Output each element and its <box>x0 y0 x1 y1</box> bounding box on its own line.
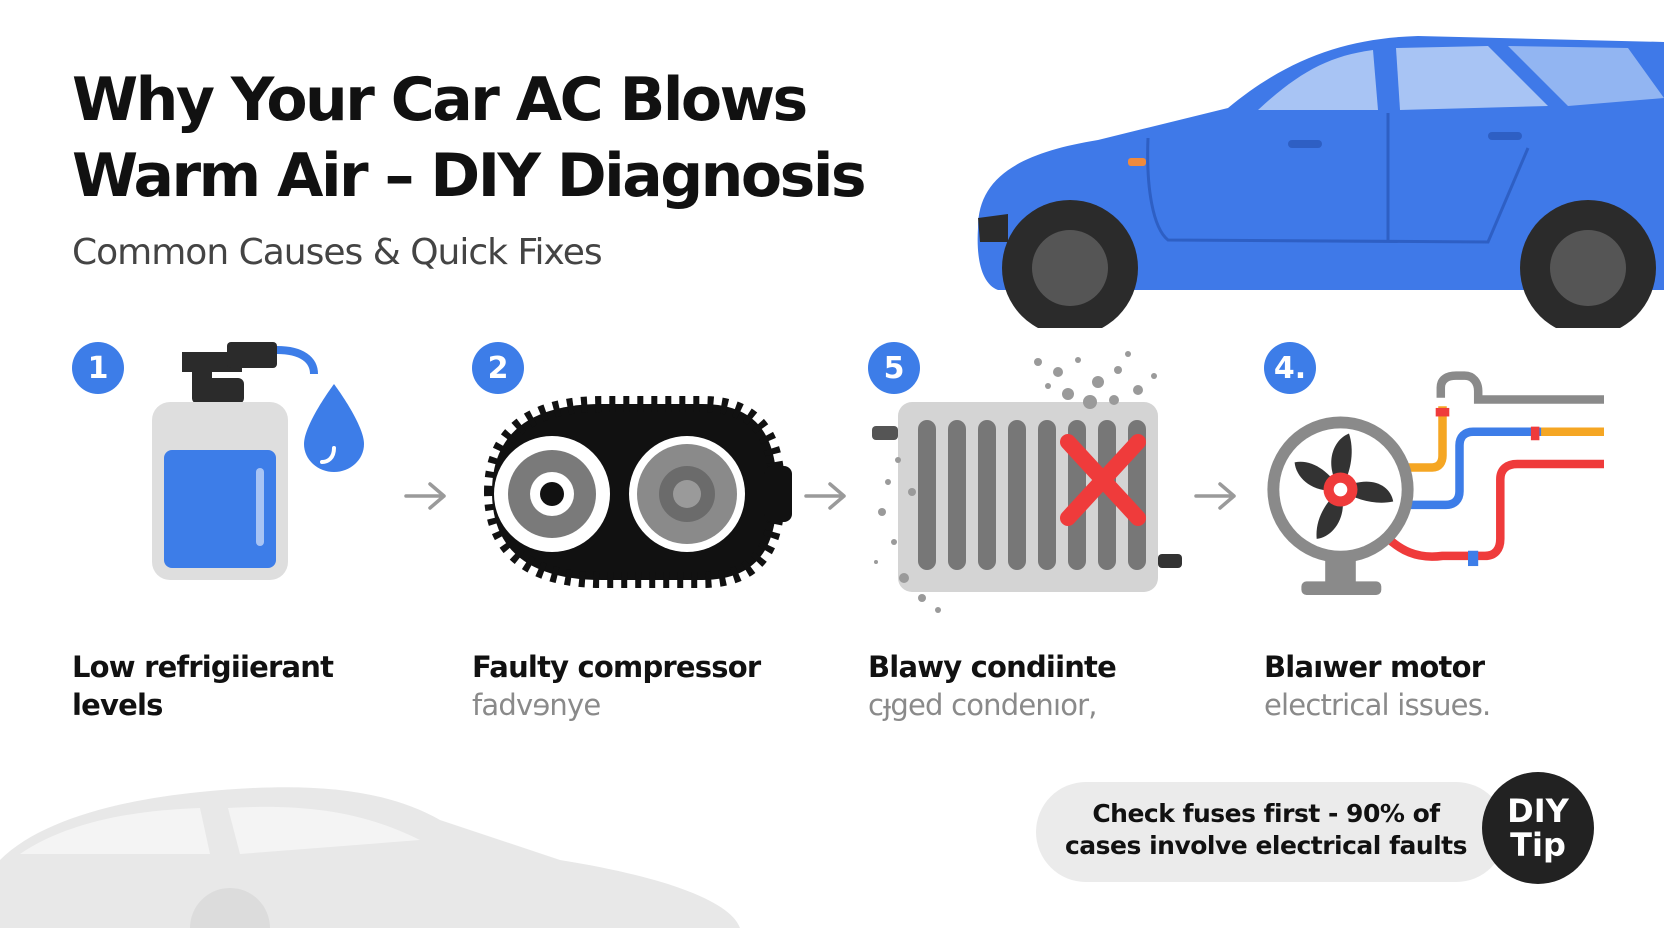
arrow-right-icon <box>1194 482 1236 510</box>
faded-car-icon <box>0 787 740 928</box>
step-low-refrigerant: 1 Low refrigiierant levels <box>72 342 412 742</box>
diy-tip-badge-line-1: DIY <box>1507 792 1569 830</box>
step-title: Blawy condiinte <box>868 650 1117 684</box>
page-title-line-2: Warm Air – DIY Diagnosis <box>72 141 867 211</box>
diy-tip-badge: DIY Tip <box>1482 772 1594 884</box>
step-clogged-condenser: 5 Blawy condiinte cɟged condenıor, <box>868 342 1208 742</box>
clogged-condenser-icon <box>872 351 1182 613</box>
step-title: Low refrigiierant <box>72 650 334 684</box>
arrow-right-icon <box>404 482 446 510</box>
tip-line-2: cases involve electrical faults <box>1064 831 1468 860</box>
arrow-right-icon <box>804 482 846 510</box>
step-faulty-compressor: 2 Faulty compressor fadvɘnye <box>472 342 812 742</box>
compressor-belt-icon <box>483 396 792 588</box>
step-subtitle: fadvɘnye <box>472 688 601 722</box>
tip-line-1: Check fuses first - 90% of <box>1092 799 1440 828</box>
step-blower-motor: 4. Blaıwer motor electrical issues. <box>1264 342 1604 742</box>
page-title-line-1: Why Your Car AC Blows <box>72 65 808 135</box>
step-title: Faulty compressor <box>472 650 761 684</box>
blower-motor-icon <box>1267 371 1604 595</box>
step-number-badge: 1 <box>72 342 124 394</box>
step-subtitle: electrical issues. <box>1264 688 1491 722</box>
step-number-badge: 2 <box>472 342 524 394</box>
page-subtitle: Common Causes & Quick Fixes <box>72 232 603 273</box>
diy-tip-badge-line-2: Tip <box>1510 826 1566 864</box>
step-subtitle: cɟged condenıor, <box>868 688 1098 722</box>
blue-car-icon <box>977 36 1664 328</box>
tip-text: Check fuses first - 90% of cases involve… <box>1046 798 1486 862</box>
step-number-badge: 4. <box>1264 342 1316 394</box>
page-title: Why Your Car AC Blows Warm Air – DIY Dia… <box>72 62 867 214</box>
step-number-badge: 5 <box>868 342 920 394</box>
refrigerant-jug-icon <box>152 342 364 580</box>
tip-banner <box>1036 782 1506 882</box>
step-title: Blaıwer motor <box>1264 650 1485 684</box>
step-subtitle: levels <box>72 688 163 722</box>
